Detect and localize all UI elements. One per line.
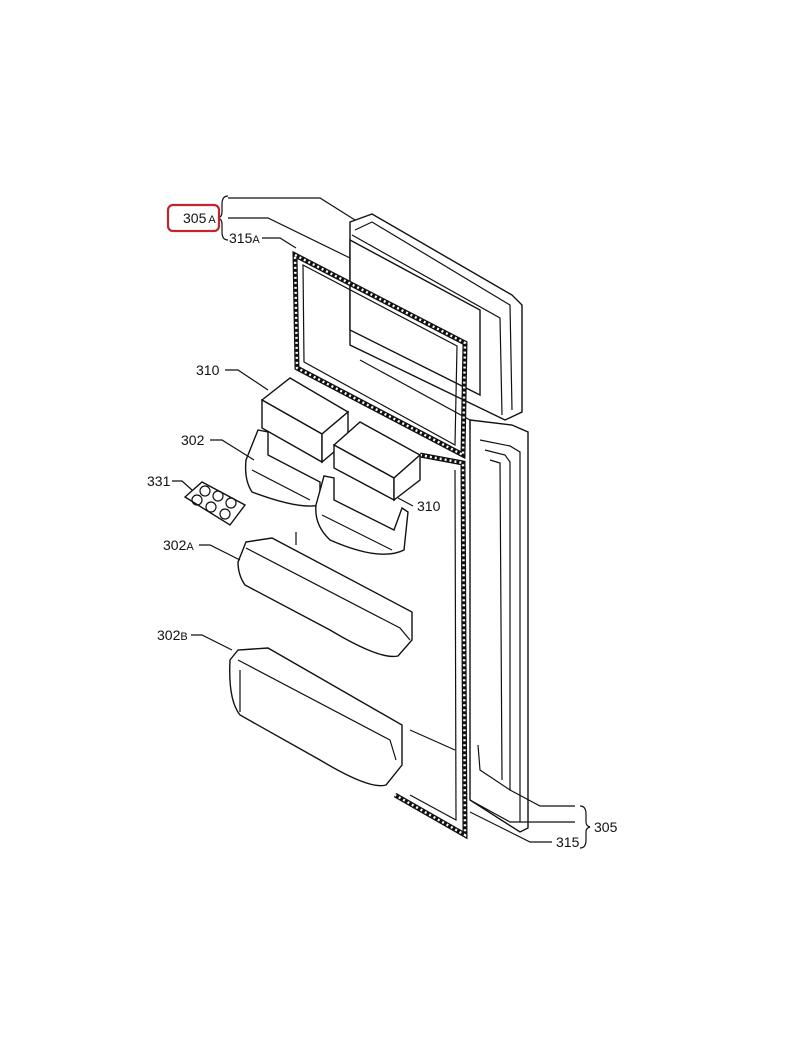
label-302[interactable]: 302 [181,432,205,448]
label-302b[interactable]: 302B [157,627,188,643]
cover-left [260,377,350,464]
bin-small-right [315,475,409,555]
fridge-gasket [393,452,468,840]
cover-right [332,421,422,502]
label-305[interactable]: 305 [594,819,618,835]
label-310-right[interactable]: 310 [417,498,441,514]
bin-middle [237,532,413,658]
fridge-door [469,419,529,833]
label-310-left[interactable]: 310 [196,362,220,378]
bin-bottom [229,647,403,787]
highlight-box [166,203,221,233]
label-331[interactable]: 331 [147,473,171,489]
freezer-gasket [292,250,468,460]
label-315[interactable]: 315 [556,834,580,850]
egg-tray [183,481,247,526]
freezer-door [349,213,523,430]
label-315a[interactable]: 315A [229,230,260,246]
label-302a[interactable]: 302A [163,537,194,553]
leader-lines [172,195,591,849]
